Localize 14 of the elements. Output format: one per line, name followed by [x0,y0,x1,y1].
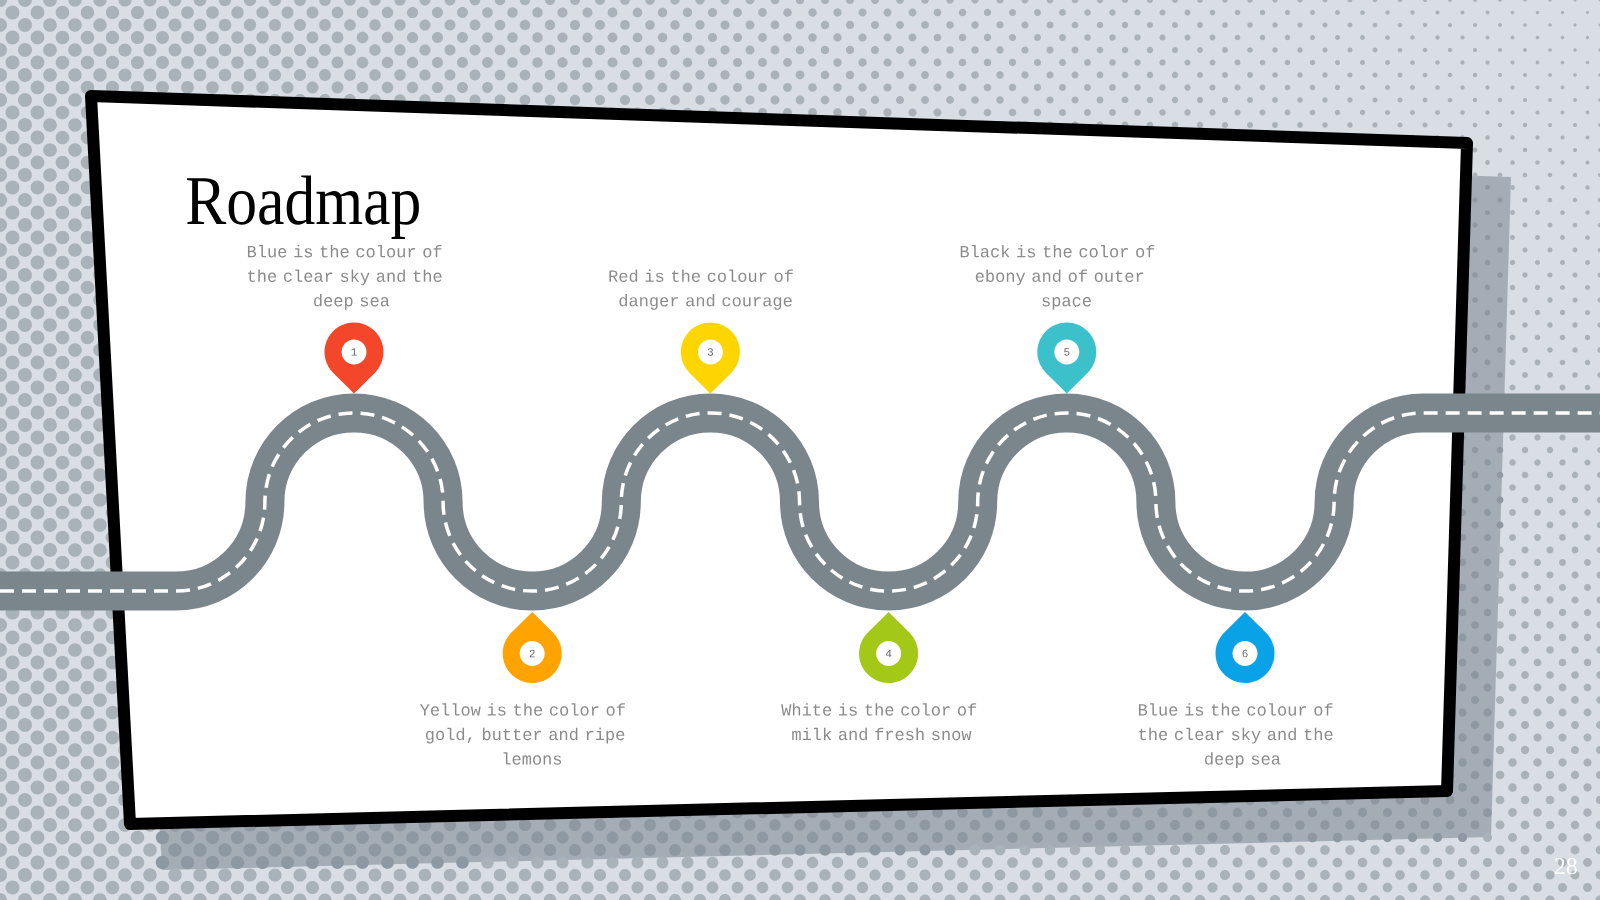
map-pin: 5 [1037,322,1097,394]
map-pin: 3 [680,322,740,394]
map-pin: 6 [1215,612,1275,683]
map-pin: 4 [859,612,919,683]
map-pin: 1 [324,322,384,394]
milestone-text: Red is the colour of danger and courage [609,269,793,310]
slide-title: Roadmap [187,175,419,239]
page-number: 28 [1554,858,1577,875]
map-pin: 2 [502,612,562,683]
milestone-text: Yellow is the color of gold, butter and ripe lemons [420,703,625,765]
milestone-text: Black is the color of ebony and of outer space [960,244,1155,310]
milestone-text: White is the color of milk and fresh snow [781,703,977,741]
milestone-text: Blue is the colour of the clear sky and the deep sea [247,244,442,310]
milestone-text: Blue is the colour of the clear sky and the deep sea [1138,703,1333,769]
